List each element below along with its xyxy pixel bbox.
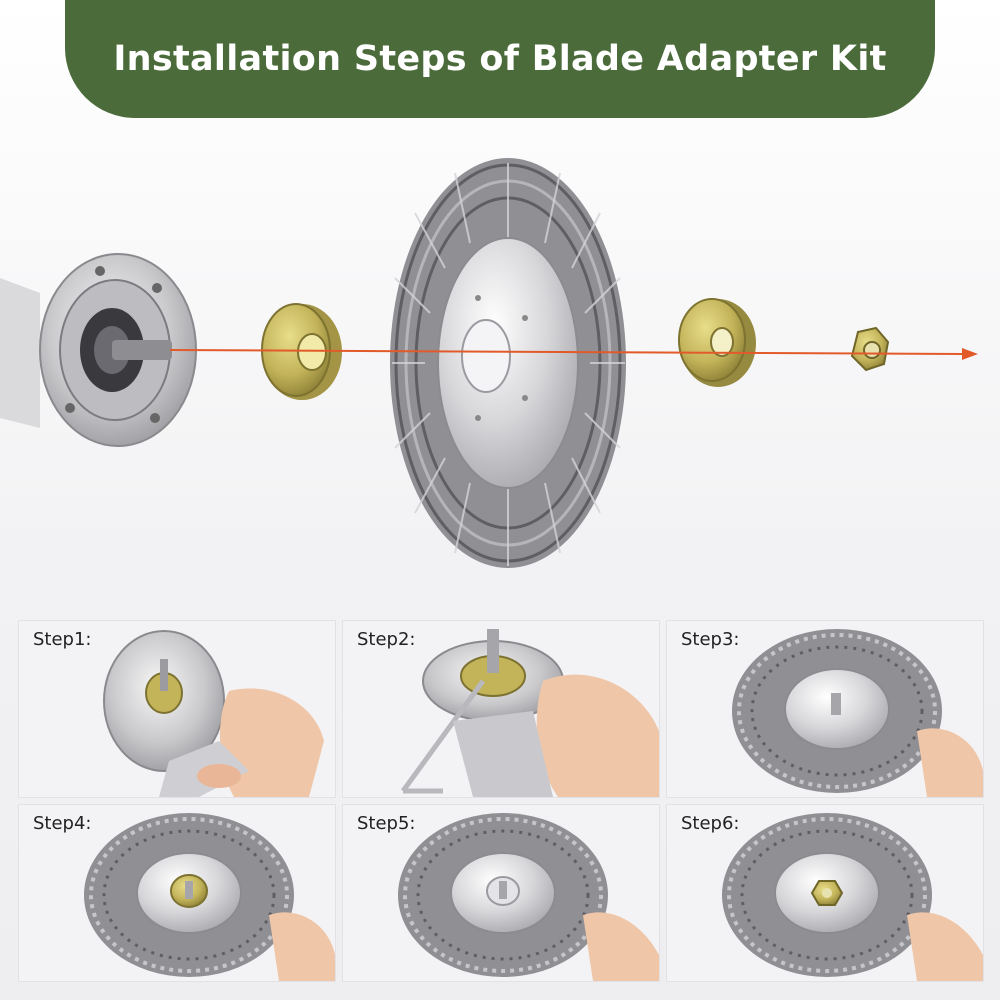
step-label-6: Step6: [681, 813, 740, 834]
alignment-arrow [169, 348, 978, 360]
step6-illustration [667, 805, 983, 981]
step-label-1: Step1: [33, 629, 92, 650]
step2-illustration [343, 621, 659, 797]
step1-illustration [19, 621, 335, 797]
step-label-3: Step3: [681, 629, 740, 650]
step5-illustration [343, 805, 659, 981]
step-card-5: Step5: [342, 804, 660, 982]
step4-illustration [19, 805, 335, 981]
flange-washer [678, 298, 756, 387]
steps-grid: Step1: Step2: Step3: [18, 620, 984, 982]
step-card-6: Step6: [666, 804, 984, 982]
step-label-4: Step4: [33, 813, 92, 834]
title-banner: Installation Steps of Blade Adapter Kit [65, 0, 935, 118]
step-card-1: Step1: [18, 620, 336, 798]
wire-wheel [390, 158, 626, 568]
step-card-2: Step2: [342, 620, 660, 798]
adapter-bushing [261, 303, 342, 400]
page-title: Installation Steps of Blade Adapter Kit [113, 39, 887, 79]
step-card-4: Step4: [18, 804, 336, 982]
exploded-assembly-view [0, 118, 1000, 608]
lock-nut [850, 326, 890, 372]
exploded-assembly-illustration [0, 158, 978, 568]
step-label-5: Step5: [357, 813, 416, 834]
step-label-2: Step2: [357, 629, 416, 650]
step-card-3: Step3: [666, 620, 984, 798]
step3-illustration [667, 621, 983, 797]
gearhead [0, 253, 197, 447]
